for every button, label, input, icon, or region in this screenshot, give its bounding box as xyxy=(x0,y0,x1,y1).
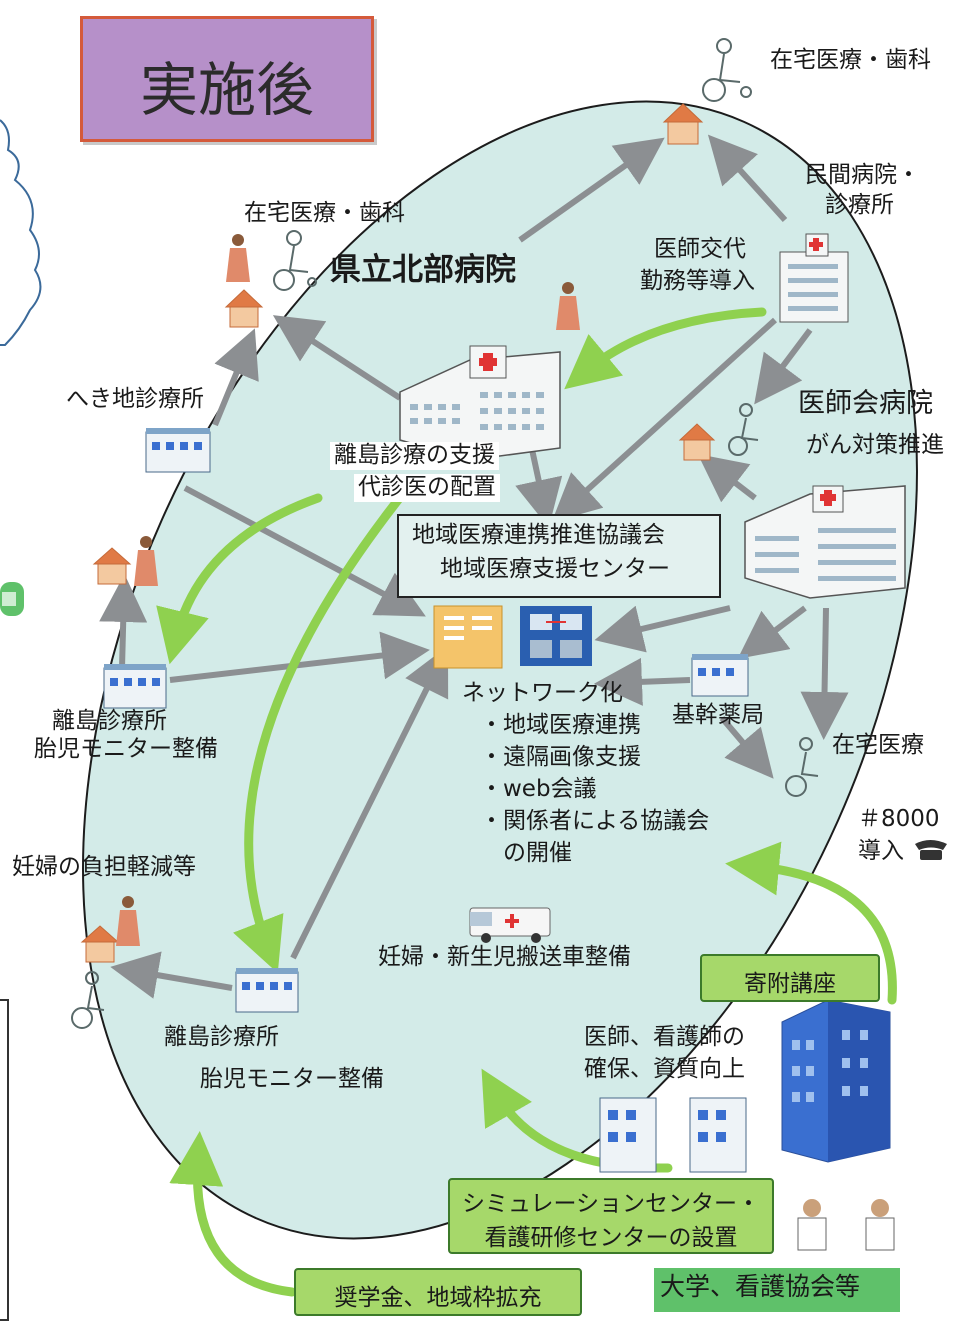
scholarship-box: 奨学金、地域枠拡充 xyxy=(294,1268,582,1316)
label-phone-8000-2: 導入 xyxy=(858,838,904,864)
label-home-care-right: 在宅医療 xyxy=(832,732,924,758)
doctor-person-icon xyxy=(797,1199,895,1251)
label-network-item: ・web会議 xyxy=(480,776,597,802)
label-simulation-2: 看護研修センターの設置 xyxy=(484,1225,738,1251)
label-island-support-2: 代診医の配置 xyxy=(354,474,500,502)
wheelchair-person-icon xyxy=(71,38,819,1029)
clinic-building-icon-pharmacy xyxy=(691,654,749,697)
label-endowed-chair: 寄附講座 xyxy=(744,971,836,997)
telephone-icon xyxy=(915,840,947,860)
hospital-building-icon-assoc xyxy=(744,485,906,599)
simulation-center-box: シミュレーションセンター・ 看護研修センターの設置 xyxy=(448,1178,774,1254)
house-icon xyxy=(80,103,716,963)
council-box xyxy=(397,514,721,598)
university-area xyxy=(654,1268,900,1312)
label-pregnant-burden: 妊婦の負担軽減等 xyxy=(12,854,196,880)
computer-network-icon xyxy=(433,605,592,669)
label-main-hospital: 県立北部病院 xyxy=(330,252,516,288)
label-doctor-exchange-2: 勤務等導入 xyxy=(640,268,755,294)
label-doctor-exchange-1: 医師交代 xyxy=(654,236,746,262)
clinic-building-icon-island-a xyxy=(103,664,167,709)
endowed-chair-box: 寄附講座 xyxy=(700,954,880,1002)
label-network-item: ・地域医療連携 xyxy=(480,712,641,738)
label-council-1: 地域医療連携推進協議会 xyxy=(412,522,665,548)
label-network-item: ・関係者による協議会 xyxy=(480,808,710,834)
label-doctor-assoc-hospital: 医師会病院 xyxy=(798,388,933,419)
map-outline xyxy=(0,119,42,346)
label-network-title: ネットワーク化 xyxy=(462,680,623,706)
label-university: 大学、看護協会等 xyxy=(660,1272,861,1301)
label-staff-2: 確保、資質向上 xyxy=(584,1056,745,1082)
hospital-building-icon-main xyxy=(399,345,561,461)
label-core-pharmacy: 基幹薬局 xyxy=(672,702,764,728)
clinic-building-icon-remote xyxy=(145,428,211,473)
label-home-care-dental-top: 在宅医療・歯科 xyxy=(770,47,931,73)
office-tower-icon xyxy=(781,999,891,1163)
label-ambulance: 妊婦・新生児搬送車整備 xyxy=(378,944,631,970)
label-scholarship: 奨学金、地域枠拡充 xyxy=(334,1285,542,1311)
apartment-building-icon xyxy=(599,1097,747,1173)
label-staff-1: 医師、看護師の xyxy=(584,1024,745,1050)
label-island-clinic-a-2: 胎児モニター整備 xyxy=(34,736,218,762)
label-phone-8000-1: ＃8000 xyxy=(858,806,940,832)
frame-line xyxy=(0,999,9,1321)
label-private-hospital-1: 民間病院・ xyxy=(805,162,920,188)
hospital-building-icon-private xyxy=(779,233,849,323)
label-network-item: ・遠隔画像支援 xyxy=(480,744,641,770)
label-island-clinic-a-1: 離島診療所 xyxy=(52,708,167,734)
page-title: 実施後 xyxy=(139,56,314,124)
label-cancer-measures: がん対策推進 xyxy=(806,432,944,458)
title-box: 実施後 xyxy=(80,16,374,142)
nurse-person-icon xyxy=(116,234,580,946)
label-home-care-dental-left: 在宅医療・歯科 xyxy=(244,200,405,226)
label-island-clinic-b-1: 離島診療所 xyxy=(164,1024,279,1050)
ambulance-icon xyxy=(469,907,551,943)
label-remote-clinic: へき地診療所 xyxy=(66,386,204,412)
clinic-building-icon-island-b xyxy=(235,968,299,1013)
label-island-support-1: 離島診療の支援 xyxy=(330,442,499,470)
label-network-item: の開催 xyxy=(480,840,572,866)
label-simulation-1: シミュレーションセンター・ xyxy=(461,1191,761,1217)
label-private-hospital-2: 診療所 xyxy=(825,192,894,218)
label-island-clinic-b-2: 胎児モニター整備 xyxy=(200,1066,384,1092)
label-council-2: 地域医療支援センター xyxy=(440,556,670,582)
